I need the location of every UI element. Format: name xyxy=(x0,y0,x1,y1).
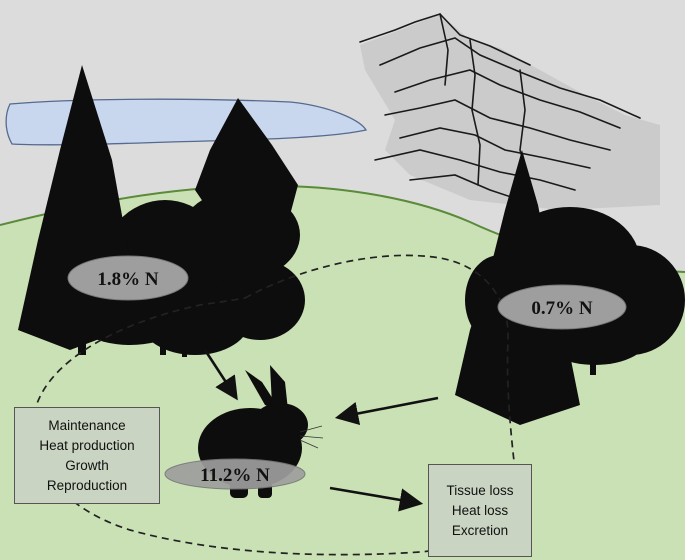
nitrogen-pill-right xyxy=(497,284,627,330)
nitrogen-loss-box: Tissue loss Heat loss Excretion xyxy=(428,464,532,557)
right-forest xyxy=(455,150,685,425)
arrow-icon xyxy=(203,349,238,401)
conifer-tree-icon xyxy=(195,98,298,335)
loss-excretion: Excretion xyxy=(451,522,509,538)
mountain-icon xyxy=(359,13,660,210)
right-forest-nitrogen: 0.7% N xyxy=(531,298,593,319)
nitrogen-pill-hare xyxy=(164,458,306,490)
use-maintenance: Maintenance xyxy=(48,417,126,433)
nitrogen-pill-left xyxy=(67,255,189,301)
nitrogen-use-box: Maintenance Heat production Growth Repro… xyxy=(14,407,160,504)
loss-tissue: Tissue loss xyxy=(446,482,514,498)
use-heat-production: Heat production xyxy=(39,437,135,453)
use-reproduction: Reproduction xyxy=(46,477,128,493)
whiskers xyxy=(299,425,324,449)
loss-heat: Heat loss xyxy=(451,502,509,518)
nitrogen-cycle-path xyxy=(32,254,517,556)
arrow-icon xyxy=(329,486,424,512)
hare-nitrogen: 11.2% N xyxy=(200,465,270,486)
use-growth: Growth xyxy=(65,457,109,473)
left-forest-nitrogen: 1.8% N xyxy=(97,269,159,290)
conifer-tree-icon xyxy=(455,150,580,425)
arrow-icon xyxy=(334,396,439,426)
